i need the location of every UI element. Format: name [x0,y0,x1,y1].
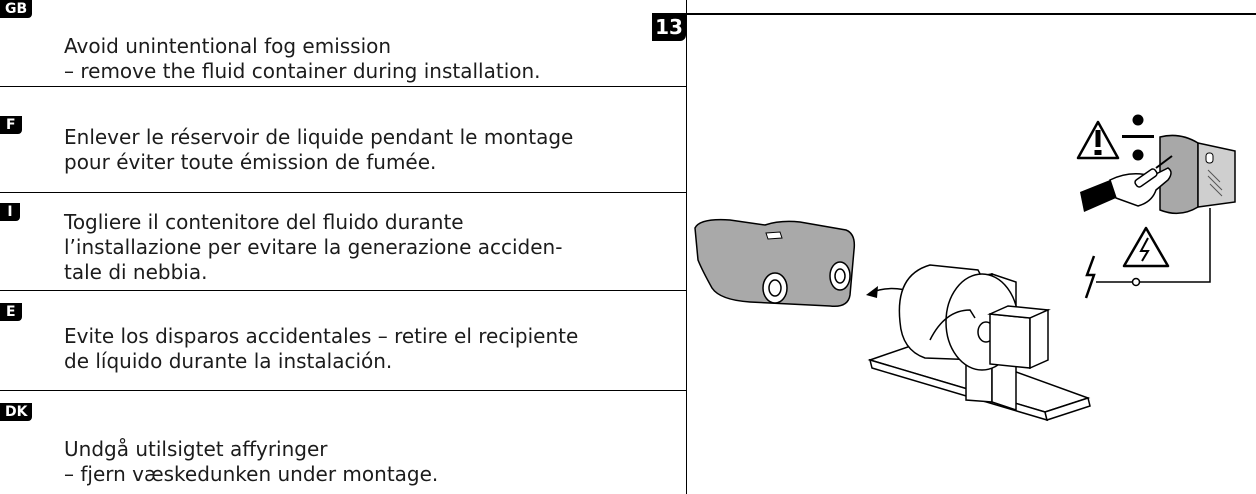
lightning-bolt-icon [1084,255,1096,299]
hand-screwdriver [1080,155,1173,212]
section-divider [0,390,687,391]
instruction-text-i: Togliere il contenitore del fluido duran… [64,210,563,284]
instruction-text-e: Evite los disparos accidentales – retire… [64,324,579,373]
language-badge-gb: GB [0,0,33,18]
divide-icon [1122,114,1154,161]
electrical-hazard-icon [1122,226,1170,268]
section-e: E Evite los disparos accidentales – reti… [0,303,687,391]
section-i: I Togliere il contenitore del fluido dur… [0,203,687,291]
section-f: F Enlever le réservoir de liquide pendan… [0,116,687,193]
warning-exclamation-icon [1076,120,1120,160]
language-badge-dk: DK [0,403,33,421]
section-divider [0,290,687,291]
section-dk: DK Undgå utilsigtet affyringer – fjern v… [0,403,687,494]
machine-housing [694,218,856,308]
column-separator [686,0,687,494]
instruction-text-dk: Undgå utilsigtet affyringer – fjern væsk… [64,437,439,486]
fluid-container [867,264,1091,422]
figure-number-badge: 13 [652,13,686,41]
instruction-text-f: Enlever le réservoir de liquide pendant … [64,125,574,174]
section-gb: GB Avoid unintentional fog emission – re… [0,0,687,87]
installation-illustration [694,114,1236,422]
section-divider [0,86,687,87]
language-instructions: GB Avoid unintentional fog emission – re… [0,0,687,494]
language-badge-e: E [0,303,22,321]
figure-header-rule [652,13,1256,15]
switch-box [1159,134,1236,215]
instruction-text-gb: Avoid unintentional fog emission – remov… [64,34,541,83]
section-divider [0,192,687,193]
language-badge-f: F [0,116,22,134]
language-badge-i: I [0,203,20,221]
